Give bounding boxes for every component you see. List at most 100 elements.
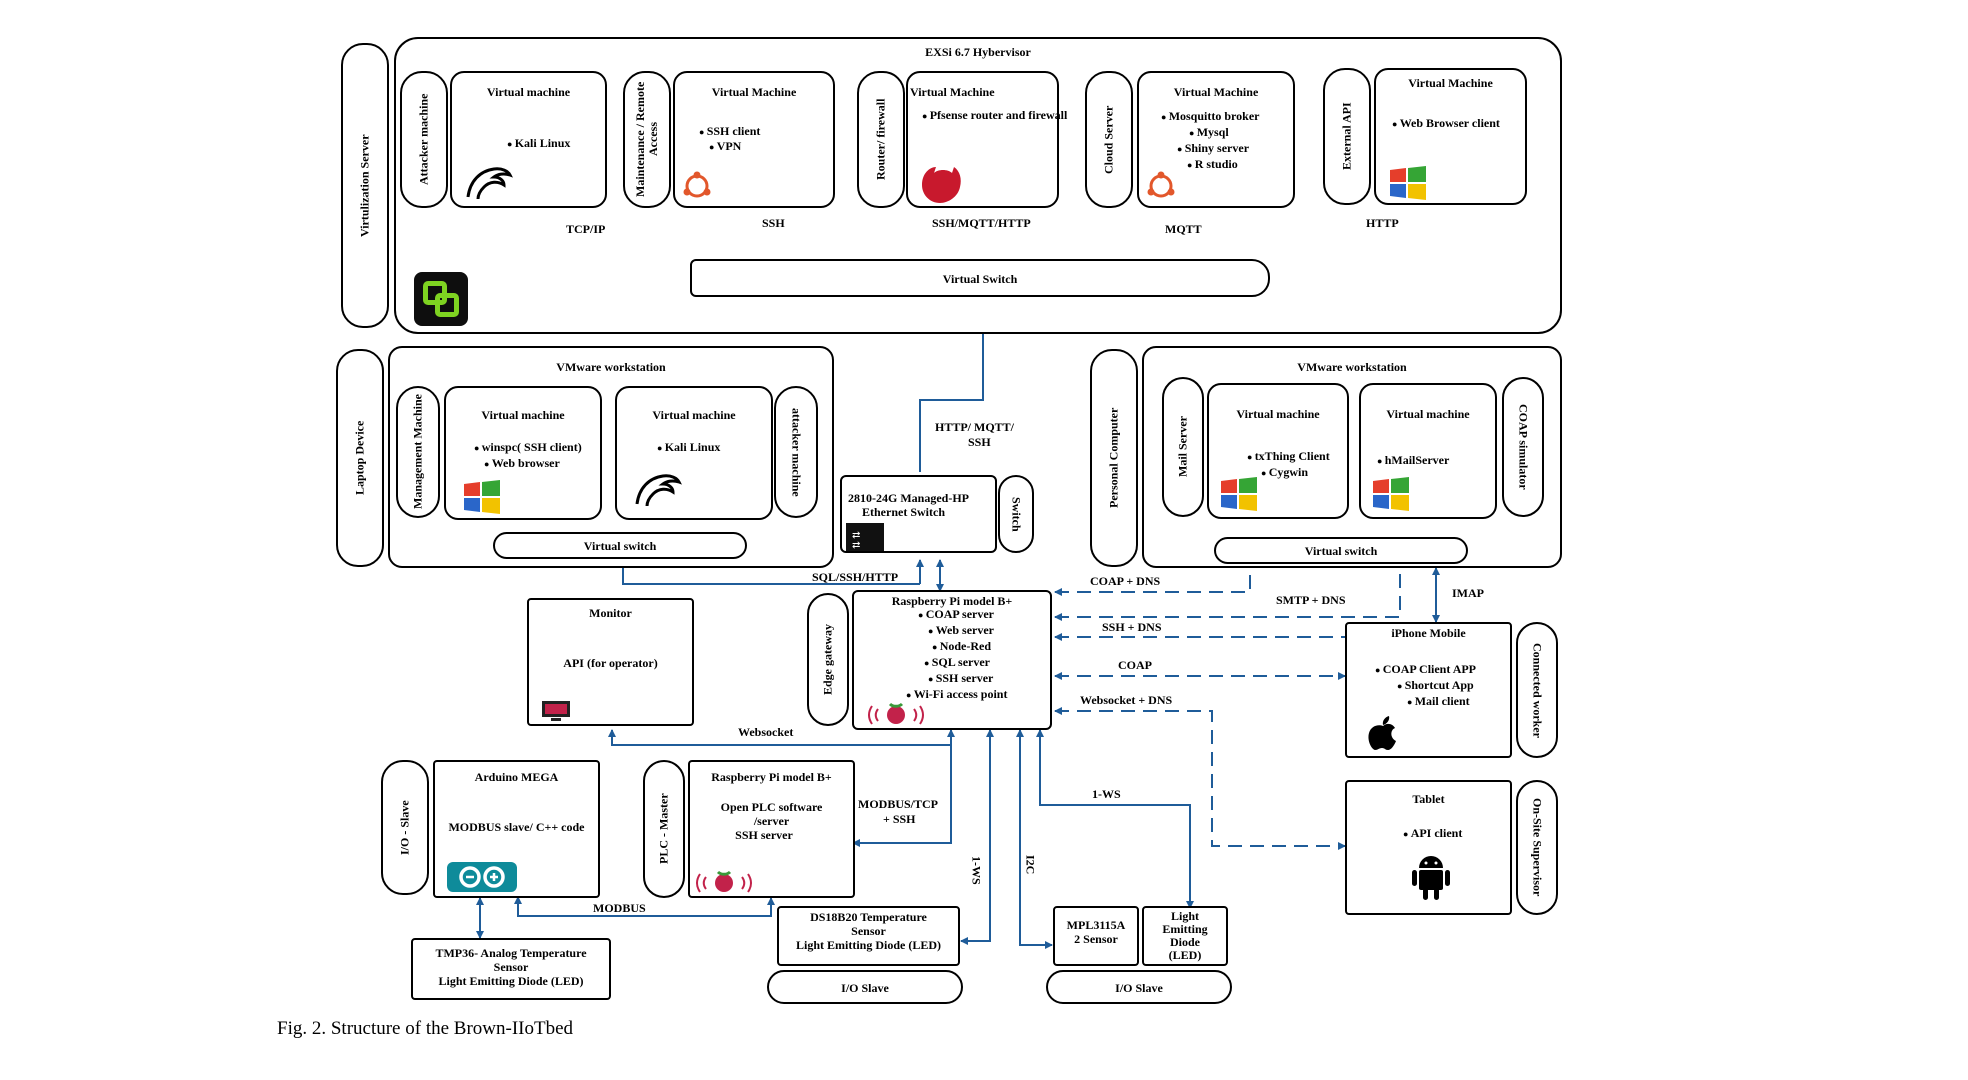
vm-item: Shiny server bbox=[1177, 141, 1249, 157]
cloud-server-label: Cloud Server bbox=[1101, 105, 1116, 174]
pc-virtual-switch: Virtual switch bbox=[1214, 537, 1468, 564]
io-slave-tab: I/O - Slave bbox=[381, 760, 429, 895]
hp-switch-line2: Ethernet Switch bbox=[862, 505, 945, 519]
laptop-to-edge-line bbox=[622, 568, 920, 585]
edge-item: SSH server bbox=[928, 671, 994, 687]
plc-line1: Open PLC software bbox=[720, 800, 823, 814]
maintenance-tab: Maintenance / Remote Access bbox=[623, 71, 671, 208]
raspberry-pi-wifi-icon bbox=[696, 870, 752, 893]
attacker-machine-tab: Attacker machine bbox=[400, 71, 448, 208]
ds18b20-line1: DS18B20 Temperature bbox=[810, 910, 927, 924]
cloud-server-tab: Cloud Server bbox=[1085, 71, 1133, 208]
modbus-tcp-link-bottom bbox=[852, 820, 952, 847]
mail-server-tab: Mail Server bbox=[1162, 377, 1204, 517]
arduino-text: MODBUS slave/ C++ code bbox=[448, 820, 585, 834]
laptop-workstation-title: VMware workstation bbox=[556, 360, 666, 374]
led-line1: Light bbox=[1170, 909, 1199, 923]
onsite-supervisor-tab: On-Site Supervisor bbox=[1516, 780, 1558, 915]
connected-worker-label: Connected worker bbox=[1530, 642, 1545, 738]
sql-ssh-http-label: SQL/SSH/HTTP bbox=[812, 570, 899, 584]
virtual-switch-label: Virtual Switch bbox=[942, 272, 1018, 286]
vm-item: Kali Linux bbox=[507, 136, 571, 152]
pc-workstation-box: VMware workstation bbox=[1142, 346, 1562, 568]
maintenance-label: Maintenance / Remote Access bbox=[633, 81, 660, 198]
onews-ds18b20-link bbox=[960, 729, 994, 945]
kali-dragon-icon bbox=[466, 167, 513, 200]
led-box: Light Emitting Diode (LED) bbox=[1142, 906, 1228, 966]
coap-simulator-label: COAP simulator bbox=[1516, 404, 1531, 490]
ds18b20-line3: Light Emitting Diode (LED) bbox=[795, 938, 941, 952]
virtualization-server-tab: Virtulization Server bbox=[341, 43, 389, 328]
laptop-virtual-switch-label: Virtual switch bbox=[583, 539, 657, 553]
attacker-machine-laptop-label: attacker machine bbox=[789, 407, 804, 497]
modbus-link bbox=[514, 896, 775, 917]
vm-card-title: Virtual Machine bbox=[711, 85, 797, 99]
io-slave-group-1-label: I/O Slave bbox=[841, 981, 889, 995]
i2c-mpl-link bbox=[1016, 729, 1053, 949]
iphone-item: COAP Client APP bbox=[1375, 662, 1476, 678]
android-icon bbox=[1412, 856, 1450, 900]
vm-card-title: Virtual Machine bbox=[1173, 85, 1259, 99]
pc-vm-right: Virtual machine hMailServer bbox=[1359, 383, 1497, 519]
edge-title: Raspberry Pi model B+ bbox=[891, 594, 1013, 608]
apple-icon bbox=[1368, 716, 1396, 750]
edge-item: COAP server bbox=[918, 607, 994, 623]
router-firewall-label: Router/ firewall bbox=[873, 98, 888, 181]
mpl3115a2-sensor-box: MPL3115A 2 Sensor bbox=[1053, 906, 1139, 966]
tablet-box: Tablet API client bbox=[1345, 780, 1512, 915]
edge-item: Node-Red bbox=[932, 639, 991, 655]
plc-raspberry-pi-box: Raspberry Pi model B+ Open PLC software … bbox=[688, 760, 855, 898]
laptop-virtual-switch: Virtual switch bbox=[493, 532, 747, 559]
io-slave-label: I/O - Slave bbox=[397, 800, 412, 855]
switch-label: Switch bbox=[1009, 496, 1024, 532]
iphone-title: iPhone Mobile bbox=[1391, 626, 1466, 640]
tmp36-sensor-box: TMP36- Analog Temperature Sensor Light E… bbox=[411, 938, 611, 1000]
modbus-label: MODBUS bbox=[593, 901, 646, 915]
vm-card-title: Virtual machine bbox=[652, 408, 736, 422]
mpl-line2: 2 Sensor bbox=[1074, 932, 1118, 946]
iphone-item: Mail client bbox=[1407, 694, 1470, 710]
switch-tab: Switch bbox=[998, 475, 1034, 553]
vm-item: Web browser bbox=[484, 456, 560, 472]
led-line3: Diode bbox=[1170, 935, 1200, 949]
personal-computer-tab: Personal Computer bbox=[1090, 349, 1138, 567]
tcpip-label: TCP/IP bbox=[566, 222, 606, 236]
edge-raspberry-pi: Raspberry Pi model B+ COAP server Web se… bbox=[852, 590, 1052, 730]
raspberry-pi-wifi-icon bbox=[868, 702, 924, 725]
tmp36-line1: TMP36- Analog Temperature bbox=[435, 946, 587, 960]
vsphere-logo-icon bbox=[414, 272, 468, 326]
ssh-dns-label: SSH + DNS bbox=[1102, 620, 1162, 634]
plc-title: Raspberry Pi model B+ bbox=[711, 770, 832, 784]
led-line4: (LED) bbox=[1168, 948, 1202, 962]
management-machine-tab: Management Machine bbox=[396, 386, 440, 518]
coap-dns-label: COAP + DNS bbox=[1090, 574, 1161, 588]
uplink-label-2: SSH bbox=[968, 435, 991, 449]
vm-item: Mosquitto broker bbox=[1161, 109, 1260, 125]
vm-item: SSH client bbox=[699, 124, 761, 140]
edge-item: SQL server bbox=[924, 655, 990, 671]
vm-item: VPN bbox=[709, 139, 742, 155]
virtualization-server-label: Virtulization Server bbox=[357, 134, 372, 237]
plc-master-label: PLC - Master bbox=[656, 793, 671, 865]
smtp-dns-label: SMTP + DNS bbox=[1276, 593, 1346, 607]
arduino-mega-box: Arduino MEGA MODBUS slave/ C++ code bbox=[433, 760, 600, 898]
websocket-dns-tablet-link bbox=[1054, 707, 1346, 850]
pc-virtual-switch-label: Virtual switch bbox=[1304, 544, 1378, 558]
virtual-switch-cylinder: Virtual Switch bbox=[690, 259, 1270, 297]
ssh-label: SSH bbox=[762, 216, 785, 230]
websocket-dns-label: Websocket + DNS bbox=[1080, 693, 1173, 707]
personal-computer-label: Personal Computer bbox=[1106, 407, 1121, 509]
iphone-mobile-box: iPhone Mobile COAP Client APP Shortcut A… bbox=[1345, 622, 1512, 758]
monitor-icon bbox=[542, 701, 570, 721]
edge-item: Web server bbox=[928, 623, 994, 639]
router-firewall-tab: Router/ firewall bbox=[857, 71, 905, 208]
plc-line2: /server bbox=[753, 814, 790, 828]
io-slave-group-1: I/O Slave bbox=[767, 970, 963, 1004]
monitor-text: API (for operator) bbox=[563, 656, 658, 670]
attacker-machine-laptop-tab: attacker machine bbox=[774, 386, 818, 518]
management-machine-label: Management Machine bbox=[410, 394, 425, 510]
laptop-vm-right: Virtual machine Kali Linux bbox=[615, 386, 773, 520]
windows-icon bbox=[1373, 477, 1409, 511]
vm-card-pfsense: Virtual Machine Pfsense router and firew… bbox=[906, 71, 1067, 208]
mail-server-label: Mail Server bbox=[1175, 416, 1190, 478]
